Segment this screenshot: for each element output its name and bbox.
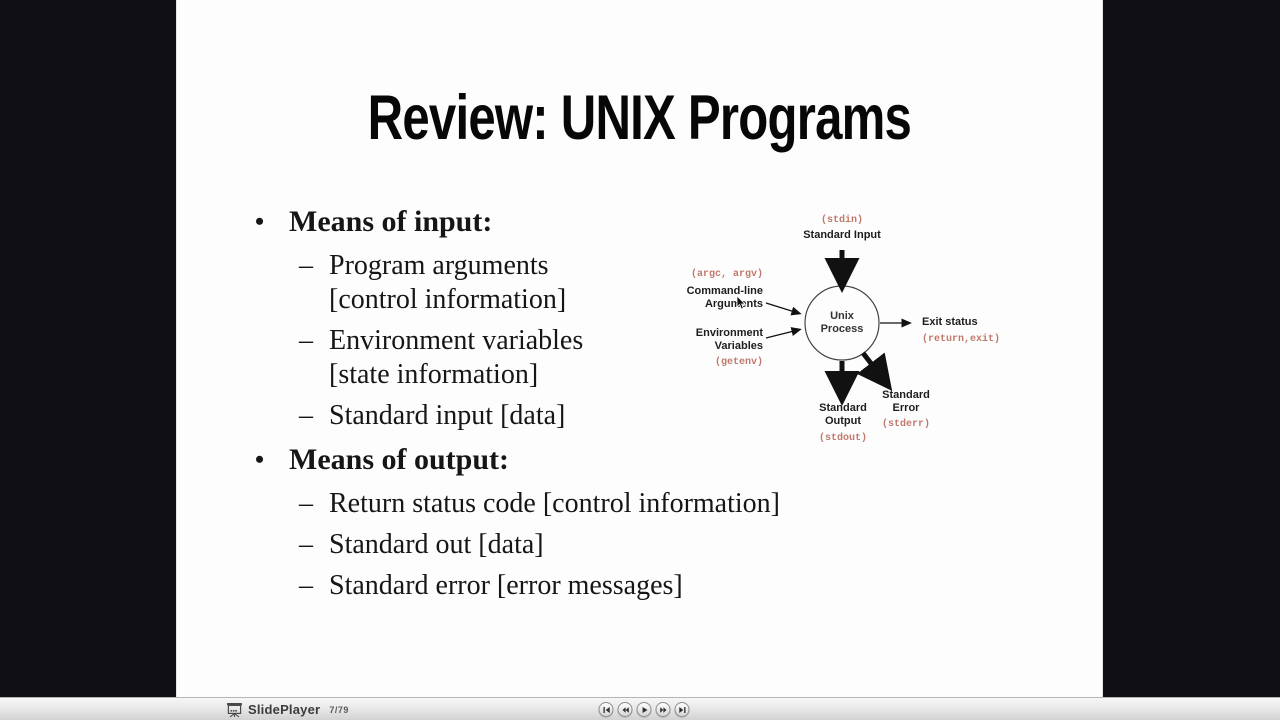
dash-marker: – <box>299 529 313 560</box>
list-item: – Standard input [data] <box>299 399 935 433</box>
slide-bullet-content: • Means of input: – Program arguments [c… <box>255 203 935 611</box>
dash-marker: – <box>299 400 313 431</box>
list-item-text: Program arguments [control information] <box>329 250 567 315</box>
list-item-text: Standard out [data] <box>329 529 544 560</box>
unix-process-diagram: (stdin) Standard Input (argc, argv) Comm… <box>666 200 1026 458</box>
list-item: – Return status code [control informatio… <box>299 487 935 521</box>
section-heading: Means of output: <box>289 443 510 476</box>
bullet-marker: • <box>255 207 265 236</box>
unix-process-label: Unix Process <box>820 310 864 335</box>
slideplayer-brand-link[interactable]: SlidePlayer 7/79 <box>226 698 349 720</box>
next-slide-button[interactable] <box>655 702 671 717</box>
stdout-code-label: (stdout) <box>818 433 868 444</box>
playback-controls <box>598 698 690 720</box>
argc-argv-code-label: (argc, argv) <box>690 269 763 280</box>
mouse-cursor-icon <box>736 296 746 310</box>
environment-variables-label: Environment Variables <box>695 327 763 352</box>
slideplayer-control-bar: SlidePlayer 7/79 <box>0 697 1280 720</box>
dash-marker: – <box>299 325 313 356</box>
bullet-marker: • <box>255 445 265 474</box>
standard-error-label: Standard Error <box>882 389 930 414</box>
section-means-of-output: • Means of output: – Return status code … <box>255 441 935 603</box>
slide-canvas: Review: UNIX Programs • Means of input: … <box>176 0 1103 697</box>
play-icon <box>642 706 647 713</box>
skip-to-end-icon <box>678 706 685 713</box>
fast-forward-icon <box>659 706 666 713</box>
dash-marker: – <box>299 488 313 519</box>
dash-marker: – <box>299 570 313 601</box>
return-exit-code-label: (return,exit) <box>922 334 1001 345</box>
first-slide-button[interactable] <box>598 702 614 717</box>
section-items: – Program arguments [control information… <box>299 249 935 433</box>
stdin-code-label: (stdin) <box>820 215 864 226</box>
stderr-code-label: (stderr) <box>881 419 931 430</box>
command-line-arguments-label: Command-line Arguments <box>686 285 763 310</box>
dash-marker: – <box>299 250 313 281</box>
list-item-text: Standard error [error messages] <box>329 570 683 601</box>
standard-output-label: Standard Output <box>819 402 867 427</box>
section-items: – Return status code [control informatio… <box>299 487 935 603</box>
list-item-text: Environment variables [state information… <box>329 325 584 390</box>
stdin-label: Standard Input <box>803 229 881 241</box>
getenv-code-label: (getenv) <box>714 357 763 368</box>
list-item: – Program arguments [control information… <box>299 249 935 317</box>
section-heading: Means of input: <box>289 205 493 238</box>
exit-status-label: Exit status <box>922 316 978 328</box>
list-item-text: Return status code [control information] <box>329 488 780 519</box>
skip-to-start-icon <box>603 706 610 713</box>
play-button[interactable] <box>636 702 652 717</box>
section-means-of-input: • Means of input: – Program arguments [c… <box>255 203 935 433</box>
list-item-text: Standard input [data] <box>329 400 566 431</box>
slide-title: Review: UNIX Programs <box>367 83 912 153</box>
last-slide-button[interactable] <box>674 702 690 717</box>
projector-screen-icon <box>227 702 242 717</box>
section-heading-row: • Means of output: <box>255 441 935 479</box>
rewind-icon <box>622 706 629 713</box>
slide-page-indicator: 7/79 <box>329 704 349 715</box>
list-item: – Standard error [error messages] <box>299 569 935 603</box>
list-item: – Environment variables [state informati… <box>299 324 935 392</box>
section-heading-row: • Means of input: <box>255 203 935 241</box>
slide-title-row: Review: UNIX Programs <box>177 82 1102 154</box>
slideplayer-brand-text: SlidePlayer <box>248 702 321 717</box>
diagram-arrows <box>765 250 912 406</box>
previous-slide-button[interactable] <box>617 702 633 717</box>
list-item: – Standard out [data] <box>299 528 935 562</box>
